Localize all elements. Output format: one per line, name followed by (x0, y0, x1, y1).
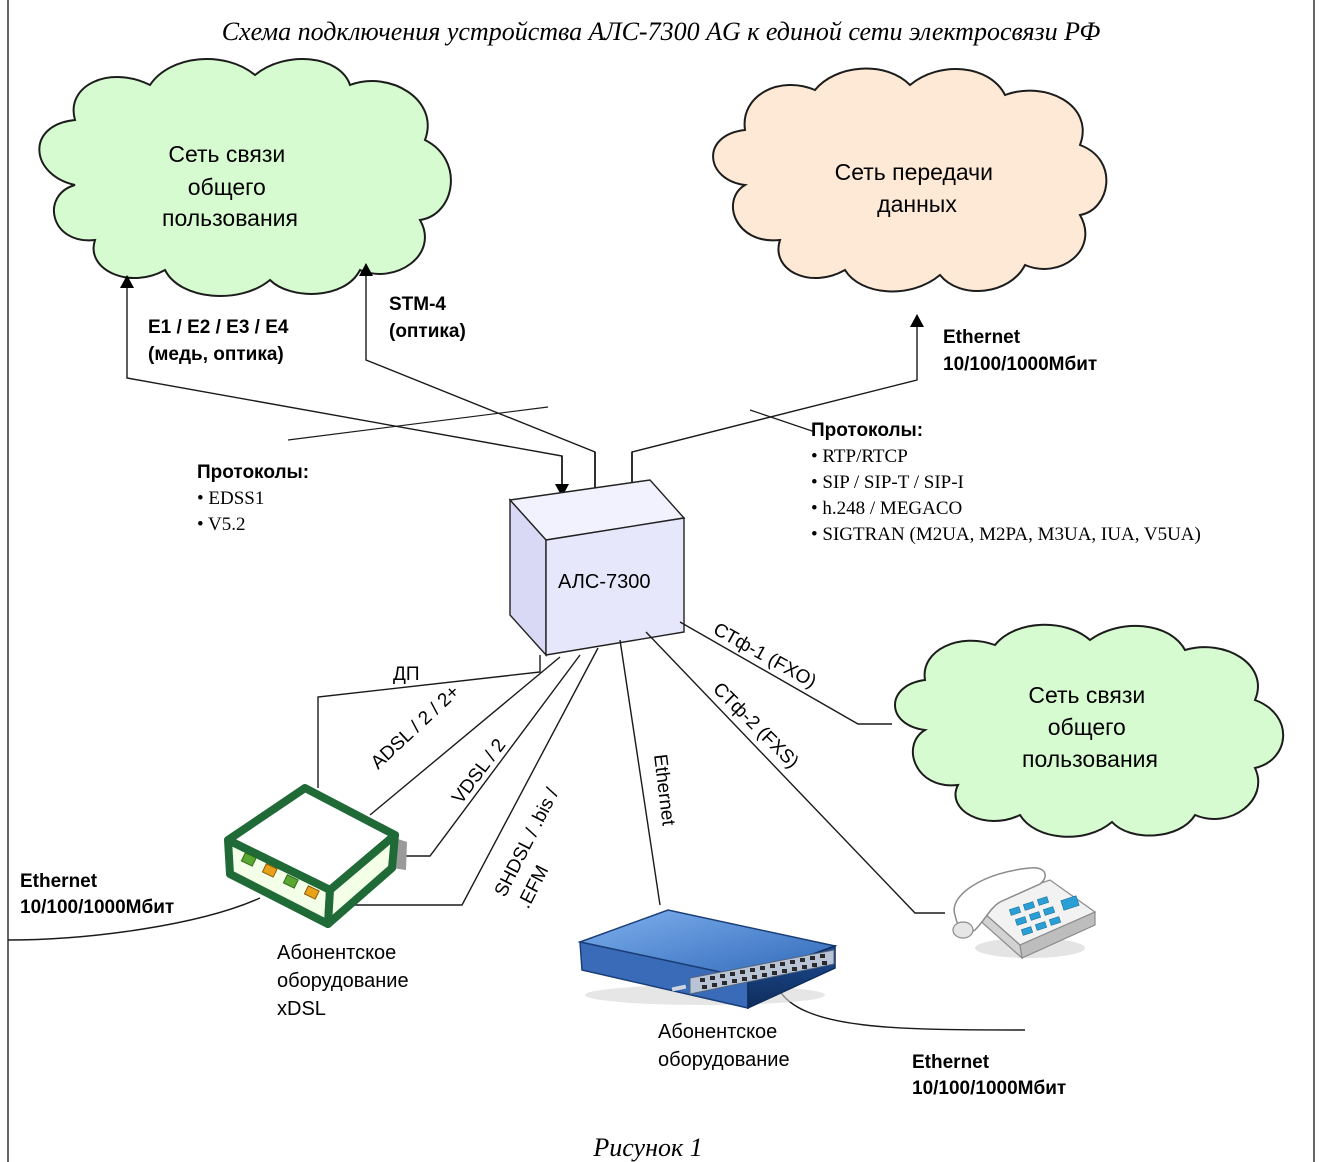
cloud-data-network-line-2: данных (877, 191, 957, 217)
link-stm4-label-1: STM-4 (389, 294, 446, 315)
protocols-right-item: • h.248 / MEGACO (811, 498, 962, 519)
switch-icon (577, 909, 838, 1010)
protocols-right-item: • SIGTRAN (M2UA, M2PA, M3UA, IUA, V5UA) (811, 524, 1201, 545)
svg-text:Сеть передачи данных: Сеть передачи данных (835, 159, 1000, 217)
protocols-left: Протоколы: • EDSS1 • V5.2 (197, 462, 309, 535)
link-ethernet-vertical-label: Ethernet (649, 753, 679, 828)
link-ethernet-left-label-2: 10/100/1000Мбит (20, 897, 174, 918)
svg-text:Сеть связи общего: Сеть связи общего пользования (162, 141, 298, 231)
link-ethernet-top-label-2: 10/100/1000Мбит (943, 354, 1097, 375)
wire-shdsl (340, 647, 599, 906)
device-label: АЛС-7300 (558, 571, 651, 593)
wire-vdsl (400, 654, 581, 857)
device-als7300: АЛС-7300 (508, 479, 686, 657)
diagram-title: Схема подключения устройства АЛС-7300 AG… (222, 17, 1101, 46)
link-adsl-label: ADSL / 2 / 2+ (367, 681, 464, 773)
svg-text:Ethernet 10/100/1000Мбит: Ethernet 10/100/1000Мбит (20, 871, 174, 918)
xdsl-equipment-label-3: xDSL (277, 998, 326, 1020)
protocols-right: Протоколы: • RTP/RTCP • SIP / SIP-T / SI… (811, 420, 1201, 545)
cloud-pstn-right-line-3: пользования (1022, 746, 1158, 772)
svg-text:SHDSL / .bis / .EFM: SHDSL / .bis / .EFM (491, 780, 589, 912)
phone-icon (952, 867, 1097, 960)
wire-ctf1 (679, 621, 892, 725)
svg-text:Ethernet 10/100/1000Мбит: Ethernet 10/100/1000Мбит (943, 327, 1097, 375)
modem-icon (224, 784, 407, 928)
link-ethernet-top-label-1: Ethernet (943, 327, 1021, 348)
protocols-left-item: • EDSS1 (197, 488, 264, 509)
wire-ethernet-left (7, 897, 261, 941)
link-e1-wire (120, 275, 563, 494)
svg-text:• EDSS1 • V5.2: • EDSS1 • V5.2 (197, 488, 269, 535)
wire-ethernet-bottom (777, 987, 1026, 1031)
svg-text:Ethernet 10/100/1000Мбит: Ethernet 10/100/1000Мбит (912, 1052, 1066, 1099)
cloud-pstn-top-line-3: пользования (162, 205, 298, 231)
cloud-pstn-right-line-1: Сеть связи (1028, 682, 1145, 708)
link-ethernet-bottom-label-1: Ethernet (912, 1052, 990, 1073)
xdsl-equipment-label-2: оборудование (277, 970, 409, 992)
link-dp-label: ДП (393, 664, 420, 685)
cloud-pstn-top-line-1: Сеть связи (168, 141, 285, 167)
cloud-pstn-top-line-2: общего (188, 174, 266, 200)
wire-ctf2 (645, 631, 945, 914)
switch-equipment-label-2: оборудование (658, 1049, 790, 1071)
cloud-pstn-right: Сеть связи общего пользования (894, 623, 1285, 838)
protocols-right-item: • RTP/RTCP (811, 446, 907, 467)
link-ethernet-top-wire (631, 314, 924, 498)
svg-text:Абонентское оборудование: Абонентское оборудование xDSL (277, 942, 414, 1020)
wire-dp (317, 655, 541, 788)
svg-text:STM-4 (оптика): STM-4 (оптика) (389, 294, 466, 342)
cloud-data-network-line-1: Сеть передачи (835, 159, 993, 185)
wire-adsl (369, 656, 561, 816)
wire-ethernet-switch (619, 639, 661, 906)
link-vdsl-label: VDSL / 2 (448, 735, 510, 808)
svg-text:Абонентское оборудование: Абонентское оборудование (658, 1021, 790, 1071)
protocols-right-pointer (749, 409, 816, 433)
svg-text:• RTP/RTCP • SIP / SIP-T: • RTP/RTCP • SIP / SIP-T / SIP-I • h.248… (811, 446, 1201, 545)
svg-text:E1 / E2 / E3 / E4 (медь, о: E1 / E2 / E3 / E4 (медь, оптика) (148, 317, 294, 365)
protocols-left-heading: Протоколы: (197, 462, 309, 483)
link-ethernet-left-label-1: Ethernet (20, 871, 98, 892)
page-border (7, 0, 1315, 1162)
switch-equipment-label-1: Абонентское (658, 1021, 777, 1043)
protocols-right-item: • SIP / SIP-T / SIP-I (811, 472, 964, 493)
link-stm4-label-2: (оптика) (389, 321, 466, 342)
protocols-right-heading: Протоколы: (811, 420, 923, 441)
protocols-left-pointer (287, 406, 549, 441)
cloud-pstn-right-line-2: общего (1048, 714, 1126, 740)
link-ethernet-bottom-label-2: 10/100/1000Мбит (912, 1078, 1066, 1099)
xdsl-equipment-label-1: Абонентское (277, 942, 396, 964)
link-e1-label-1: E1 / E2 / E3 / E4 (148, 317, 289, 338)
svg-text:Сеть связи общего: Сеть связи общего пользования (1022, 682, 1158, 772)
figure-caption: Рисунок 1 (592, 1133, 702, 1162)
protocols-left-item: • V5.2 (197, 514, 246, 535)
cloud-data-network: Сеть передачи данных (712, 67, 1108, 293)
link-ctf2-label: СТф-2 (FXS) (708, 679, 802, 773)
cloud-pstn-top: Сеть связи общего пользования (38, 58, 452, 297)
link-e1-label-2: (медь, оптика) (148, 344, 284, 365)
